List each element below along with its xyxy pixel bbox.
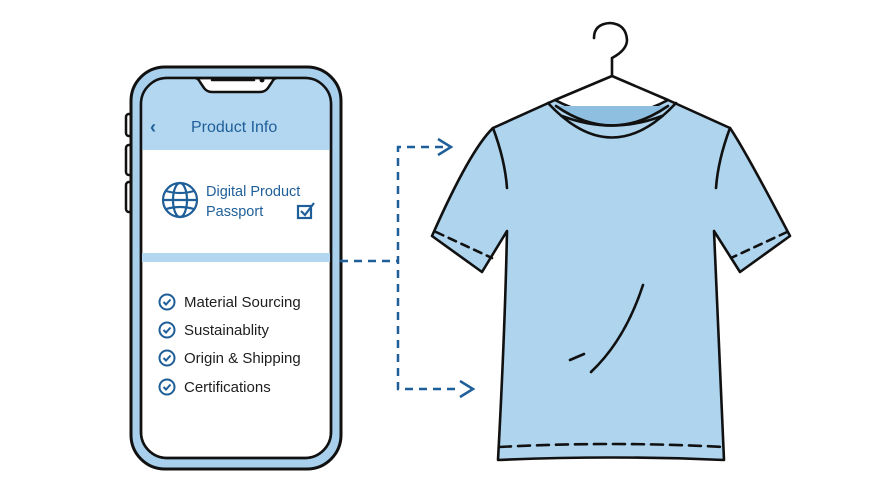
checklist-label: Origin & Shipping — [184, 349, 301, 367]
phone — [129, 65, 343, 471]
checklist-item-origin-shipping[interactable]: Origin & Shipping — [158, 349, 301, 367]
check-circle-icon — [158, 349, 176, 367]
header-title: Product Info — [191, 119, 278, 136]
hanger-icon — [553, 21, 670, 102]
passport-title-line2: Passport — [206, 204, 264, 220]
check-circle-icon — [158, 321, 176, 339]
t-shirt — [430, 98, 792, 462]
check-circle-icon — [158, 378, 176, 396]
passport-title: Digital Product Passport — [206, 182, 300, 222]
checklist-item-certifications[interactable]: Certifications — [158, 378, 271, 396]
chevron-left-icon[interactable]: ‹ — [150, 117, 156, 137]
arrow-icon — [437, 137, 476, 399]
dashed-connector — [340, 145, 458, 391]
passport-title-line1: Digital Product — [206, 184, 301, 200]
checklist-label: Sustainablity — [184, 321, 270, 339]
checklist-item-sustainability[interactable]: Sustainablity — [158, 321, 269, 339]
checkbox-checked-icon — [296, 202, 315, 220]
check-circle-icon — [158, 293, 176, 311]
checklist-label: Material Sourcing — [184, 293, 301, 311]
checklist-label: Certifications — [184, 378, 271, 396]
checklist-item-material-sourcing[interactable]: Material Sourcing — [158, 293, 301, 311]
globe-icon — [161, 181, 199, 219]
